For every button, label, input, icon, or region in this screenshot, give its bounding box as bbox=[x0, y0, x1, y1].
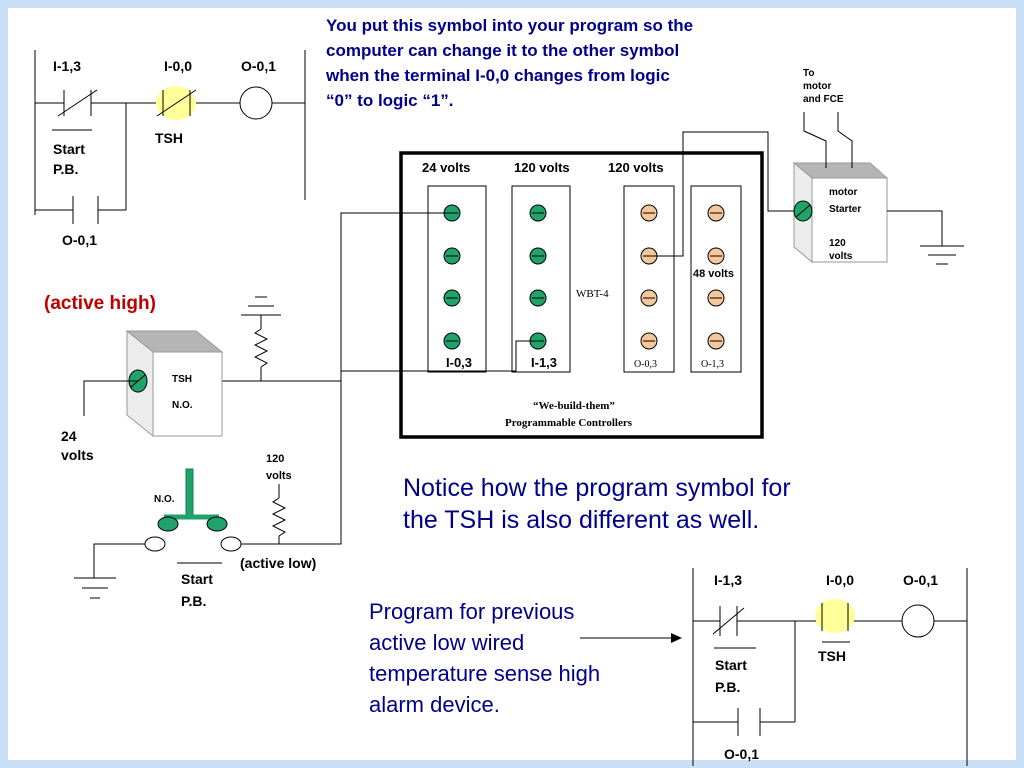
tsh-label-2: N.O. bbox=[172, 400, 193, 411]
program-note-line-1: Program for previous bbox=[369, 599, 574, 624]
tsh-sensor: TSH N.O. bbox=[83, 296, 281, 438]
plc-box: 24 volts 120 volts 120 volts bbox=[399, 151, 764, 439]
top-note: You put this symbol into your program so… bbox=[325, 16, 693, 110]
label-o01: O-0,1 bbox=[903, 572, 938, 588]
coil-o01 bbox=[901, 604, 935, 638]
label-24-volts: volts bbox=[61, 447, 94, 463]
brand-line-2: Programmable Controllers bbox=[505, 417, 633, 429]
label-seal: O-0,1 bbox=[724, 746, 759, 762]
label-pb: P.B. bbox=[715, 679, 740, 695]
top-note-line-3: when the terminal I-0,0 changes from log… bbox=[325, 66, 670, 85]
label-pb: P.B. bbox=[53, 161, 78, 177]
coil-o01 bbox=[239, 86, 273, 120]
label-active-low: (active low) bbox=[240, 555, 316, 571]
contact-i00-nc bbox=[156, 89, 197, 117]
label-start: Start bbox=[715, 657, 747, 673]
to-motor-2: motor bbox=[803, 81, 831, 92]
program-note-line-2: active low wired bbox=[369, 630, 524, 655]
program-note: Program for previous active low wired te… bbox=[369, 599, 600, 717]
label-o13: O-1,3 bbox=[701, 359, 724, 370]
label-i00: I-0,0 bbox=[164, 58, 192, 74]
label-i13: I-1,3 bbox=[714, 572, 742, 588]
top-note-line-4: “0” to logic “1”. bbox=[326, 91, 454, 110]
ladder-top: I-1,3 I-0,0 O-0,1 TSH Start P.B. O-0,1 bbox=[34, 50, 306, 248]
notice-line-1: Notice how the program symbol for bbox=[403, 474, 791, 502]
to-motor-1: To bbox=[803, 68, 814, 79]
label-48v: 48 volts bbox=[693, 268, 734, 280]
arrow-to-ladder bbox=[580, 633, 682, 643]
ground-symbol bbox=[920, 245, 964, 265]
top-note-line-2: computer can change it to the other symb… bbox=[326, 41, 679, 60]
motor-volt-2: volts bbox=[829, 251, 853, 262]
label-o01: O-0,1 bbox=[241, 58, 276, 74]
start-pushbutton: N.O. bbox=[74, 468, 341, 599]
label-i03: I-0,3 bbox=[446, 355, 472, 370]
label-plc-i13: I-1,3 bbox=[531, 355, 557, 370]
top-note-line-1: You put this symbol into your program so… bbox=[326, 16, 693, 35]
motor-label-1: motor bbox=[829, 187, 857, 198]
label-tsh: TSH bbox=[155, 130, 183, 146]
program-note-line-3: temperature sense high bbox=[369, 661, 600, 686]
plc-header-120v-b: 120 volts bbox=[608, 160, 664, 175]
label-120: 120 bbox=[266, 453, 284, 465]
highlight-i00 bbox=[815, 599, 855, 633]
plc-model: WBT-4 bbox=[576, 288, 609, 300]
contact-o01-seal bbox=[737, 708, 761, 736]
contact-i00-no bbox=[821, 603, 849, 631]
notice-text: Notice how the program symbol for the TS… bbox=[403, 474, 791, 534]
active-high-label: (active high) bbox=[44, 293, 156, 314]
contact-o01-seal bbox=[72, 196, 99, 224]
label-tsh: TSH bbox=[818, 648, 846, 664]
brand-line-1: “We-build-them” bbox=[533, 400, 615, 412]
label-seal: O-0,1 bbox=[62, 232, 97, 248]
ladder-bottom: I-1,3 I-0,0 O-0,1 TSH Start P.B. O-0,1 bbox=[692, 568, 968, 766]
label-i13: I-1,3 bbox=[53, 58, 81, 74]
plc-header-24v: 24 volts bbox=[422, 160, 470, 175]
label-i00: I-0,0 bbox=[826, 572, 854, 588]
program-note-line-4: alarm device. bbox=[369, 692, 500, 717]
contact-i13-nc bbox=[712, 606, 745, 636]
notice-line-2: the TSH is also different as well. bbox=[403, 506, 759, 534]
label-120-volts: volts bbox=[266, 470, 292, 482]
label-24: 24 bbox=[61, 428, 77, 444]
contact-i13-nc bbox=[57, 89, 98, 117]
tsh-label-1: TSH bbox=[172, 374, 192, 385]
to-motor-3: and FCE bbox=[803, 94, 844, 105]
label-start-pb-2: P.B. bbox=[181, 593, 206, 609]
label-no: N.O. bbox=[154, 494, 175, 505]
motor-starter: motor Starter 120 volts To motor and FCE bbox=[792, 68, 964, 265]
plc-header-120v-a: 120 volts bbox=[514, 160, 570, 175]
label-o03: O-0,3 bbox=[634, 359, 657, 370]
ground-symbol bbox=[74, 577, 116, 599]
motor-label-2: Starter bbox=[829, 204, 861, 215]
label-start: Start bbox=[53, 141, 85, 157]
label-start-pb-1: Start bbox=[181, 571, 213, 587]
ground-symbol bbox=[241, 296, 281, 316]
motor-volt-1: 120 bbox=[829, 238, 846, 249]
